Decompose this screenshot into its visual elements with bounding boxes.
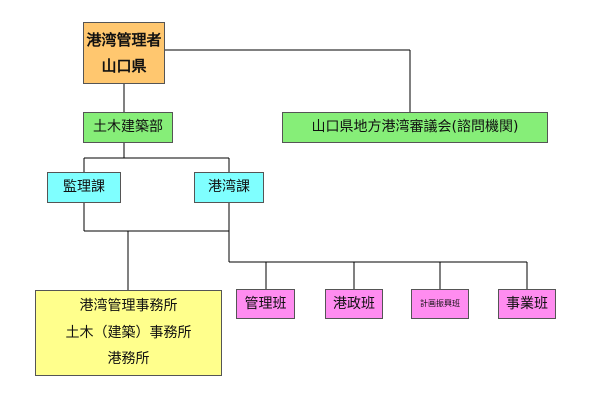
port-council-label: 山口県地方港湾審議会(諮問機関) bbox=[311, 119, 519, 136]
prefecture-label: 山口県 bbox=[101, 57, 147, 75]
audit-section-label: 監理課 bbox=[63, 179, 105, 196]
team-box-planning: 計画振興班 bbox=[411, 289, 469, 319]
port-administrator-box: 港湾管理者 山口県 bbox=[83, 22, 165, 84]
office-label: 港務所 bbox=[107, 351, 150, 368]
port-section-box: 港湾課 bbox=[194, 172, 264, 203]
field-offices-box: 港湾管理事務所 土木（建築）事務所 港務所 bbox=[35, 290, 222, 376]
team-box-port-policy: 港政班 bbox=[325, 289, 383, 319]
team-label: 事業班 bbox=[506, 295, 548, 312]
office-label: 港湾管理事務所 bbox=[79, 297, 178, 314]
team-box-management: 管理班 bbox=[236, 289, 295, 319]
team-box-projects: 事業班 bbox=[498, 289, 556, 319]
port-section-label: 港湾課 bbox=[208, 179, 250, 196]
team-label: 計画振興班 bbox=[420, 299, 460, 309]
port-administrator-label: 港湾管理者 bbox=[86, 31, 162, 49]
civil-engineering-dept-label: 土木建築部 bbox=[93, 119, 163, 136]
team-label: 港政班 bbox=[333, 295, 375, 312]
port-council-box: 山口県地方港湾審議会(諮問機関) bbox=[282, 112, 548, 143]
office-label: 土木（建築）事務所 bbox=[65, 324, 192, 341]
audit-section-box: 監理課 bbox=[47, 172, 121, 203]
team-label: 管理班 bbox=[244, 295, 287, 312]
civil-engineering-dept-box: 土木建築部 bbox=[83, 112, 173, 143]
